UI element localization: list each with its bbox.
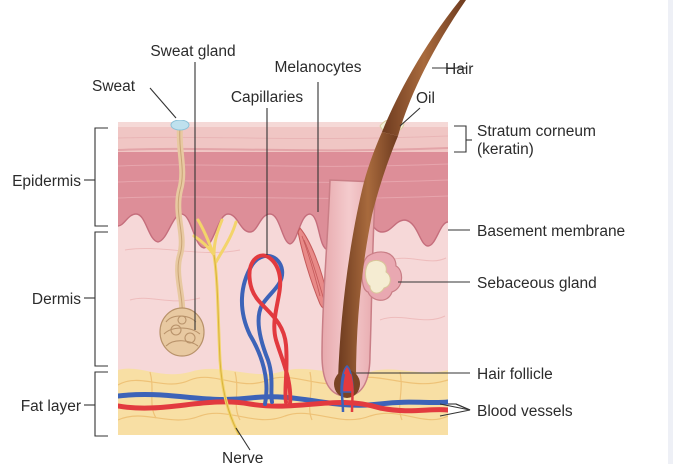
label-stratum-corneum: Stratum corneum xyxy=(477,123,596,140)
label-dermis: Dermis xyxy=(32,291,81,308)
label-hair: Hair xyxy=(445,61,473,78)
label-nerve: Nerve xyxy=(222,450,263,464)
sebaceous-gland-oil xyxy=(365,259,391,294)
label-sebaceous-gland: Sebaceous gland xyxy=(477,275,597,292)
capillary-vein xyxy=(239,254,285,406)
layer-brackets xyxy=(94,125,472,437)
capillary-loop xyxy=(239,253,293,406)
label-epidermis: Epidermis xyxy=(12,173,81,190)
basement-membrane-line xyxy=(118,213,448,251)
label-basement-membrane: Basement membrane xyxy=(477,223,625,240)
label-capillaries: Capillaries xyxy=(231,89,304,106)
page-edge-strip xyxy=(668,0,673,464)
label-blood-vessels: Blood vessels xyxy=(477,403,573,420)
vein-horizontal xyxy=(118,391,448,408)
sweat-gland xyxy=(159,120,205,357)
label-melanocytes: Melanocytes xyxy=(274,59,361,76)
capillary-artery xyxy=(247,253,293,406)
skin-block xyxy=(118,120,448,435)
sweat-droplet xyxy=(170,120,190,131)
blood-vessel-bundle xyxy=(118,391,448,414)
label-keratin: (keratin) xyxy=(477,141,534,158)
labels: Sweat gland Sweat Melanocytes Capillarie… xyxy=(12,43,625,464)
hair-shaft xyxy=(382,0,466,136)
label-sweat-gland: Sweat gland xyxy=(150,43,235,60)
artery-horizontal xyxy=(118,399,448,414)
epidermis-layers xyxy=(118,163,448,199)
label-sweat: Sweat xyxy=(92,78,136,95)
hair-shaft-root xyxy=(338,132,398,380)
label-fat-layer: Fat layer xyxy=(21,398,81,415)
label-oil: Oil xyxy=(416,90,435,107)
label-hair-follicle: Hair follicle xyxy=(477,366,553,383)
